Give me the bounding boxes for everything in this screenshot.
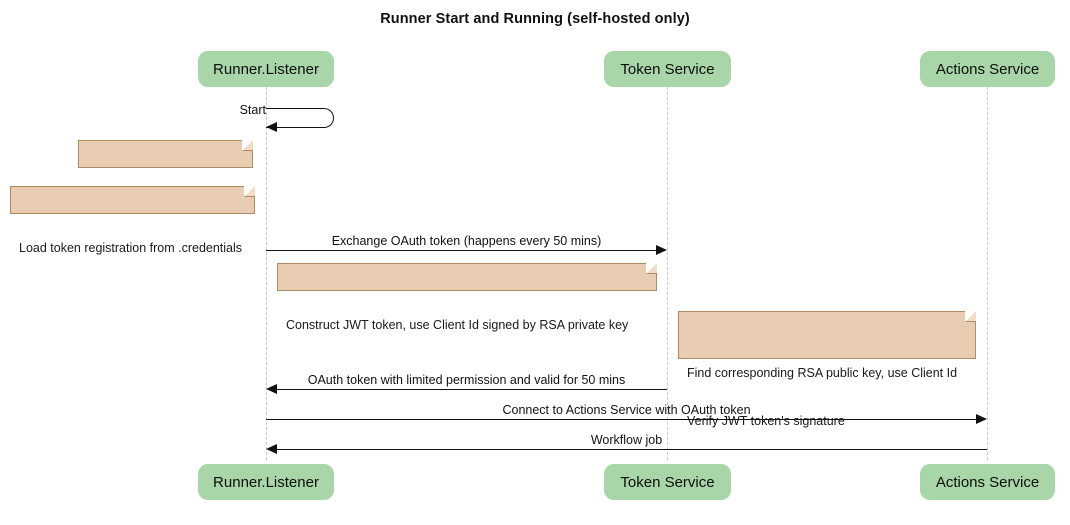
note-fold-icon [242, 139, 254, 151]
arrowhead-connect [976, 414, 987, 424]
message-label-start: Start [239, 103, 266, 117]
note-fold-icon [646, 262, 658, 274]
message-line-exchange [266, 250, 658, 251]
note-line: Load token registration from .credential… [19, 241, 243, 255]
note-fold-icon [244, 185, 256, 197]
lifeline-token [667, 87, 668, 460]
participant-label: Token Service [620, 473, 715, 491]
note-line: Verify JWT token's signature [687, 414, 845, 428]
arrowhead-start [266, 122, 277, 132]
arrowhead-exchange [656, 245, 667, 255]
participant-runner-bottom[interactable]: Runner.Listener [198, 464, 334, 500]
participant-token-top[interactable]: Token Service [604, 51, 731, 87]
participant-label: Runner.Listener [213, 60, 319, 78]
note-line: Find corresponding RSA public key, use C… [687, 366, 958, 380]
participant-label: Actions Service [935, 60, 1040, 78]
message-line-oauth-return [275, 389, 667, 390]
lifeline-runner [266, 87, 267, 460]
arrowhead-oauth-return [266, 384, 277, 394]
message-label-exchange: Exchange OAuth token (happens every 50 m… [331, 234, 602, 248]
message-label-oauth-return: OAuth token with limited permission and … [307, 373, 626, 387]
note-load-config: Load config info from .runner [78, 139, 254, 209]
note-line: Construct JWT token, use Client Id signe… [286, 318, 629, 332]
participant-actions-top[interactable]: Actions Service [920, 51, 1055, 87]
message-label-connect: Connect to Actions Service with OAuth to… [502, 403, 751, 417]
participant-label: Runner.Listener [213, 473, 319, 491]
message-selfloop-start [266, 108, 334, 128]
lifeline-actions [987, 87, 988, 460]
message-label-workflow: Workflow job [590, 433, 663, 447]
participant-label: Token Service [620, 60, 715, 78]
message-line-workflow [275, 449, 987, 450]
note-construct-jwt: Construct JWT token, use Client Id signe… [277, 262, 658, 332]
participant-actions-bottom[interactable]: Actions Service [920, 464, 1055, 500]
participant-token-bottom[interactable]: Token Service [604, 464, 731, 500]
arrowhead-workflow [266, 444, 277, 454]
note-verify-jwt: Find corresponding RSA public key, use C… [678, 310, 977, 428]
note-fold-icon [965, 310, 977, 322]
note-load-credentials: Load token registration from .credential… [10, 185, 256, 255]
message-line-connect [266, 419, 978, 420]
diagram-title: Runner Start and Running (self-hosted on… [380, 11, 690, 27]
participant-runner-top[interactable]: Runner.Listener [198, 51, 334, 87]
participant-label: Actions Service [935, 473, 1040, 491]
